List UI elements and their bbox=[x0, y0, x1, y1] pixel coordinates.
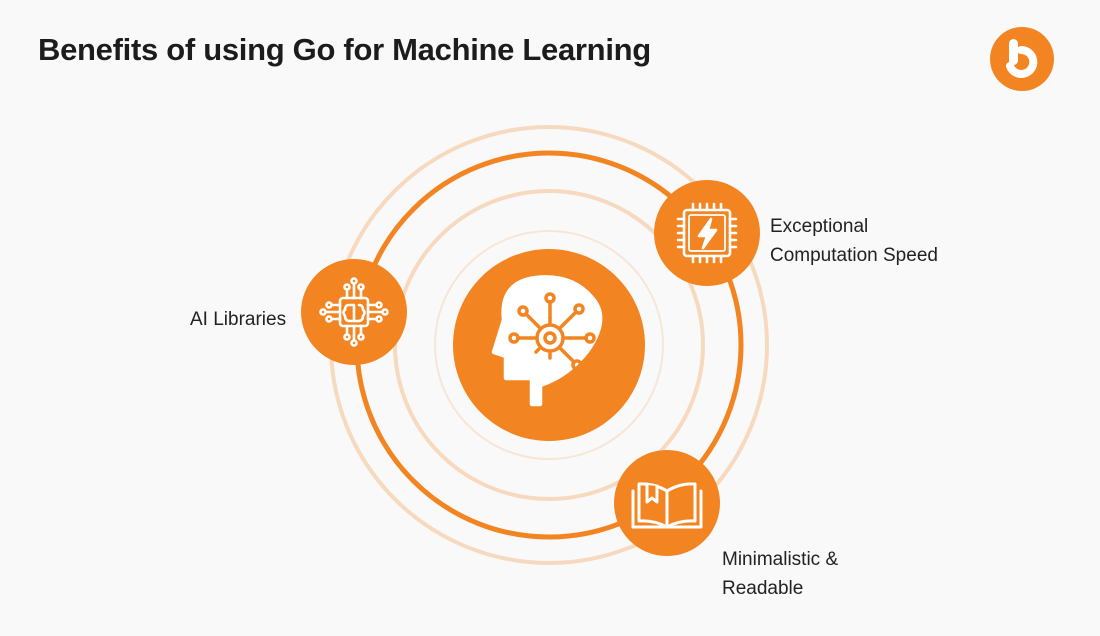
center-node bbox=[453, 249, 645, 441]
brand-logo-icon bbox=[990, 27, 1054, 91]
page-title: Benefits of using Go for Machine Learnin… bbox=[38, 32, 651, 67]
innermost-ring bbox=[434, 230, 664, 460]
benefit-node-minimalistic-readable bbox=[614, 450, 720, 556]
benefit-label-ai-libraries: AI Libraries bbox=[190, 309, 287, 330]
benefit-label-computation-speed: Exceptional Computation Speed bbox=[770, 216, 938, 266]
chip-lightning-icon bbox=[676, 202, 738, 264]
processor-brain-circuit-icon bbox=[319, 277, 389, 347]
benefit-node-ai-libraries bbox=[301, 259, 407, 365]
open-book-bookmark-icon bbox=[631, 482, 703, 529]
benefit-node-computation-speed bbox=[654, 180, 760, 286]
gear-network-overlay bbox=[508, 292, 596, 371]
benefit-label-minimalistic-readable: Minimalistic & Readable bbox=[722, 549, 839, 599]
